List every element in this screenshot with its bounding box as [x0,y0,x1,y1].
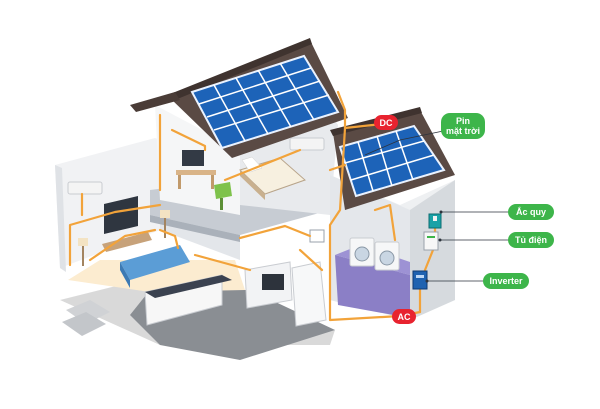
cabinet-label: Tủ điện [508,232,554,248]
svg-text:DC: DC [380,118,393,128]
leader-lines [364,129,510,282]
solar-panel-label: Pin mặt trời [441,113,485,139]
living-room [67,181,190,288]
battery-icon [428,213,442,229]
inverter-label: Inverter [483,273,529,289]
electrical-cabinet-icon [423,231,439,251]
svg-text:Ắc quy: Ắc quy [516,207,546,217]
kitchen [144,229,327,327]
dc-label: DC [374,115,398,130]
svg-text:AC: AC [398,312,411,322]
electrical-wiring [68,90,437,322]
svg-text:Pin: Pin [456,116,470,126]
battery-label: Ắc quy [508,204,554,220]
svg-text:Inverter: Inverter [489,276,523,286]
ac-label: AC [392,309,416,324]
leader-dots [425,210,443,283]
svg-text:Tủ điện: Tủ điện [515,235,547,245]
solar-panel-icon [190,54,446,198]
inverter-icon [412,270,428,290]
utility-room [349,237,400,271]
svg-text:mặt trời: mặt trời [446,126,480,136]
